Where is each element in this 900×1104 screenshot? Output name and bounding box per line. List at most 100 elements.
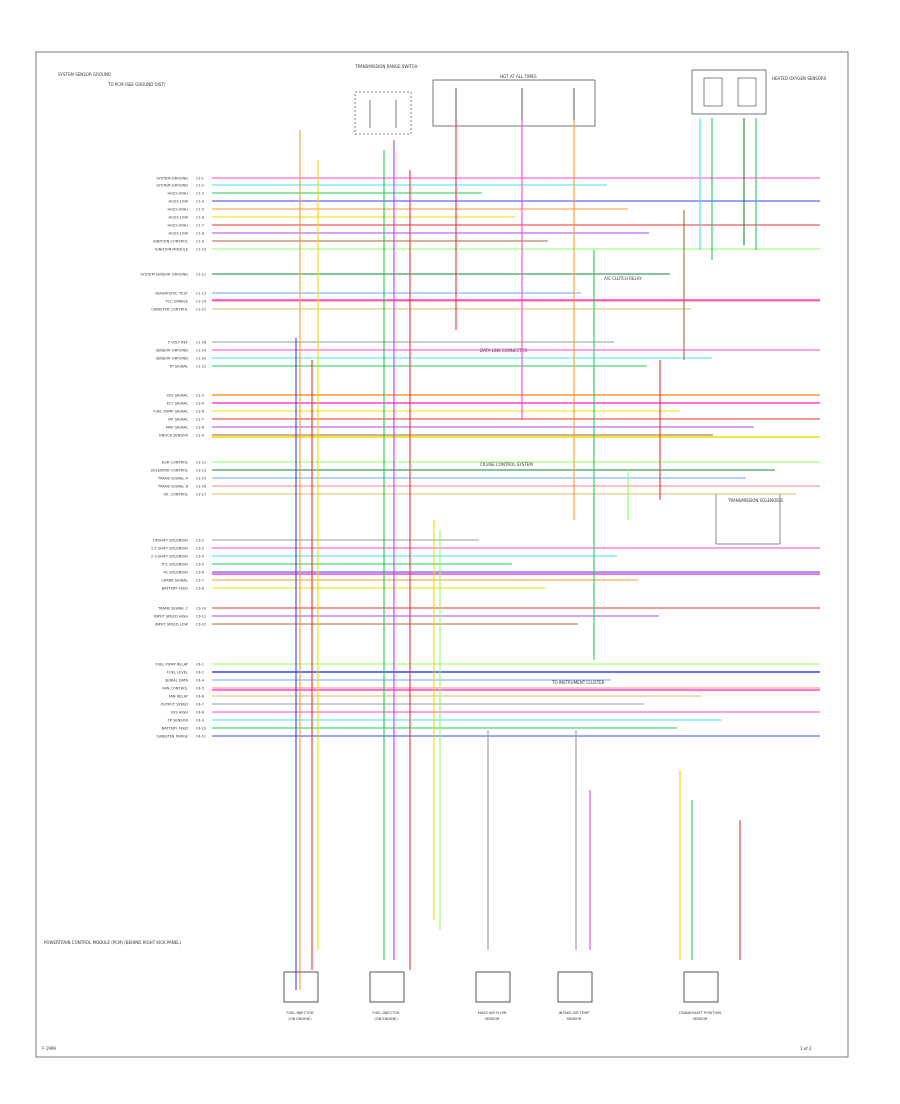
pin-number: C1-2 <box>196 184 204 188</box>
pin-function-label: HO2S LOW <box>169 200 189 204</box>
pin-function-label: TCC SOLENOID <box>160 563 188 567</box>
pin-number: C3-4 <box>196 555 204 559</box>
ign-relay-label: HOT AT ALL TIMES <box>500 74 537 79</box>
pin-number: C1-19 <box>196 349 206 353</box>
footer-left: F-1999 <box>42 1046 56 1051</box>
pin-number: C2-13 <box>196 469 206 473</box>
pin-function-label: FAN RELAY <box>169 695 189 699</box>
pin-function-label: HO2S HIGH <box>168 224 189 228</box>
note-trans-sol: TRANSMISSION SOLENOIDS <box>727 498 783 503</box>
pin-number: C2-9 <box>196 434 204 438</box>
component-subtitle: SENSOR <box>485 1017 500 1021</box>
pin-function-label: KNOCK SENSOR <box>159 434 188 438</box>
pin-number: C1-4 <box>196 200 204 204</box>
pin-function-label: SOLENOID CONTROL <box>151 469 188 473</box>
pin-number: C1-5 <box>196 208 204 212</box>
pin-number: C1-10 <box>196 248 206 252</box>
component-title: INTAKE AIR TEMP <box>559 1011 591 1015</box>
heated-o2-sensors: HEATED OXYGEN SENSORS <box>691 69 827 115</box>
pin-number: C3-6 <box>196 571 204 575</box>
pin-group: C1-1C1-2C1-3C1-4C1-5C1-6C1-7C1-8C1-9C1-1… <box>196 177 206 739</box>
pin-function-label: VSS SIGNAL <box>167 394 188 398</box>
footer-right: 1 of 2 <box>800 1046 812 1051</box>
pin-function-label: FAN CONTROL <box>162 687 188 691</box>
pin-function-label: SERIAL DATA <box>165 679 189 683</box>
pin-function-label: HO2S HIGH <box>168 192 189 196</box>
pin-number: C2-17 <box>196 493 206 497</box>
pin-function-label: ECT SIGNAL <box>167 402 188 406</box>
pin-function-label: IGNITION MODULE <box>155 248 189 252</box>
pin-function-label: IAT SIGNAL <box>168 418 188 422</box>
pin-number: C3-8 <box>196 587 204 591</box>
pin-number: C1-1 <box>196 177 204 181</box>
pin-function-label: TRANS SIGNAL B <box>157 485 189 489</box>
pin-number: C2-4 <box>196 402 204 406</box>
pin-function-label: TRANS SIGNAL C <box>157 607 189 611</box>
pin-function-label: TP SENSOR <box>167 719 189 723</box>
pin-function-label: 1-2 SHIFT SOLENOID <box>151 547 188 551</box>
pin-function-label: TCC ENABLE <box>165 300 189 304</box>
component-title: MASS AIR FLOW <box>478 1011 507 1015</box>
pin-number: C2-8 <box>196 426 204 430</box>
pin-number: C3-7 <box>196 579 204 583</box>
pin-number: C3-2 <box>196 539 204 543</box>
pin-number: C2-3 <box>196 394 204 398</box>
pin-number: C3-5 <box>196 563 204 567</box>
pin-function-label: FUEL PUMP SIGNAL <box>153 410 188 414</box>
pin-function-label: EGR CONTROL <box>162 461 188 465</box>
component-title: FUEL INJECTOR <box>286 1011 314 1015</box>
pin-function-label: IGNITION CONTROL <box>153 240 188 244</box>
pin-number: C2-6 <box>196 410 204 414</box>
pin-function-label: HO2S LOW <box>169 216 189 220</box>
pin-function-label: DIAGNOSTIC TEST <box>155 292 188 296</box>
component-subtitle: (ON ENGINE) <box>288 1017 312 1021</box>
component-title: CRANKSHAFT POSITION <box>679 1011 722 1015</box>
bottom-component: FUEL INJECTOR (ON ENGINE) <box>283 971 319 1021</box>
component-subtitle: SENSOR <box>693 1017 708 1021</box>
pin-number: C1-6 <box>196 216 204 220</box>
pin-number: C4-7 <box>196 703 204 707</box>
pin-number: C2-16 <box>196 485 206 489</box>
pin-number: C2-7 <box>196 418 204 422</box>
pin-function-label: HO2S LOW <box>169 232 189 236</box>
pin-number: C1-18 <box>196 341 206 345</box>
pin-function-label: SYSTEM SENSOR GROUND <box>140 273 188 277</box>
pin-function-label: CRANK SIGNAL <box>161 579 188 583</box>
pin-number: C3-11 <box>196 615 206 619</box>
pin-number: C1-12 <box>196 273 206 277</box>
note-ac-relay: A/C CLUTCH RELAY <box>604 276 642 281</box>
tcc-switch-label: TRANSMISSION RANGE SWITCH <box>354 64 418 69</box>
pin-number: C1-9 <box>196 240 204 244</box>
pin-function-label: CANISTER PURGE <box>157 735 189 739</box>
pcm-label: POWERTRAIN CONTROL MODULE (PCM) (BEHIND … <box>44 940 182 945</box>
pin-number: C2-15 <box>196 477 206 481</box>
component-title: FUEL INJECTOR <box>372 1011 400 1015</box>
pin-number: C4-2 <box>196 671 204 675</box>
note-cruise: CRUISE CONTROL SYSTEM <box>480 462 533 467</box>
pin-number: C1-15 <box>196 308 206 312</box>
pin-function-label: SENSOR GROUND <box>156 349 188 353</box>
component-subtitle: (ON ENGINE) <box>374 1017 398 1021</box>
pin-function-label: TP SIGNAL <box>168 365 188 369</box>
component-subtitle: SENSOR <box>567 1017 582 1021</box>
pin-number: C2-12 <box>196 461 206 465</box>
pin-function-label: 2-3 SHIFT SOLENOID <box>151 555 188 559</box>
pin-number: C1-14 <box>196 300 206 304</box>
pin-function-label: BATTERY FEED <box>162 587 188 591</box>
pin-number: C1-21 <box>196 365 206 369</box>
pin-function-label: SYSTEM GROUND <box>156 177 188 181</box>
pin-function-label: MAP SIGNAL <box>166 426 188 430</box>
bottom-components: FUEL INJECTOR (ON ENGINE) FUEL INJECTOR (ON… <box>283 971 722 1021</box>
pin-number: C4-5 <box>196 687 204 691</box>
pin-function-label: VSS HIGH <box>171 711 189 715</box>
pin-function-label: SENSOR GROUND <box>156 357 188 361</box>
pin-number: C3-12 <box>196 623 206 627</box>
pin-function-label: FUEL LEVEL <box>167 671 188 675</box>
bottom-component: MASS AIR FLOW SENSOR <box>475 971 511 1021</box>
pin-number: C1-13 <box>196 292 206 296</box>
o2-label: HEATED OXYGEN SENSORS <box>772 76 827 81</box>
pin-function-label: CANISTER CONTROL <box>151 308 188 312</box>
pin-number: C4-10 <box>196 727 206 731</box>
